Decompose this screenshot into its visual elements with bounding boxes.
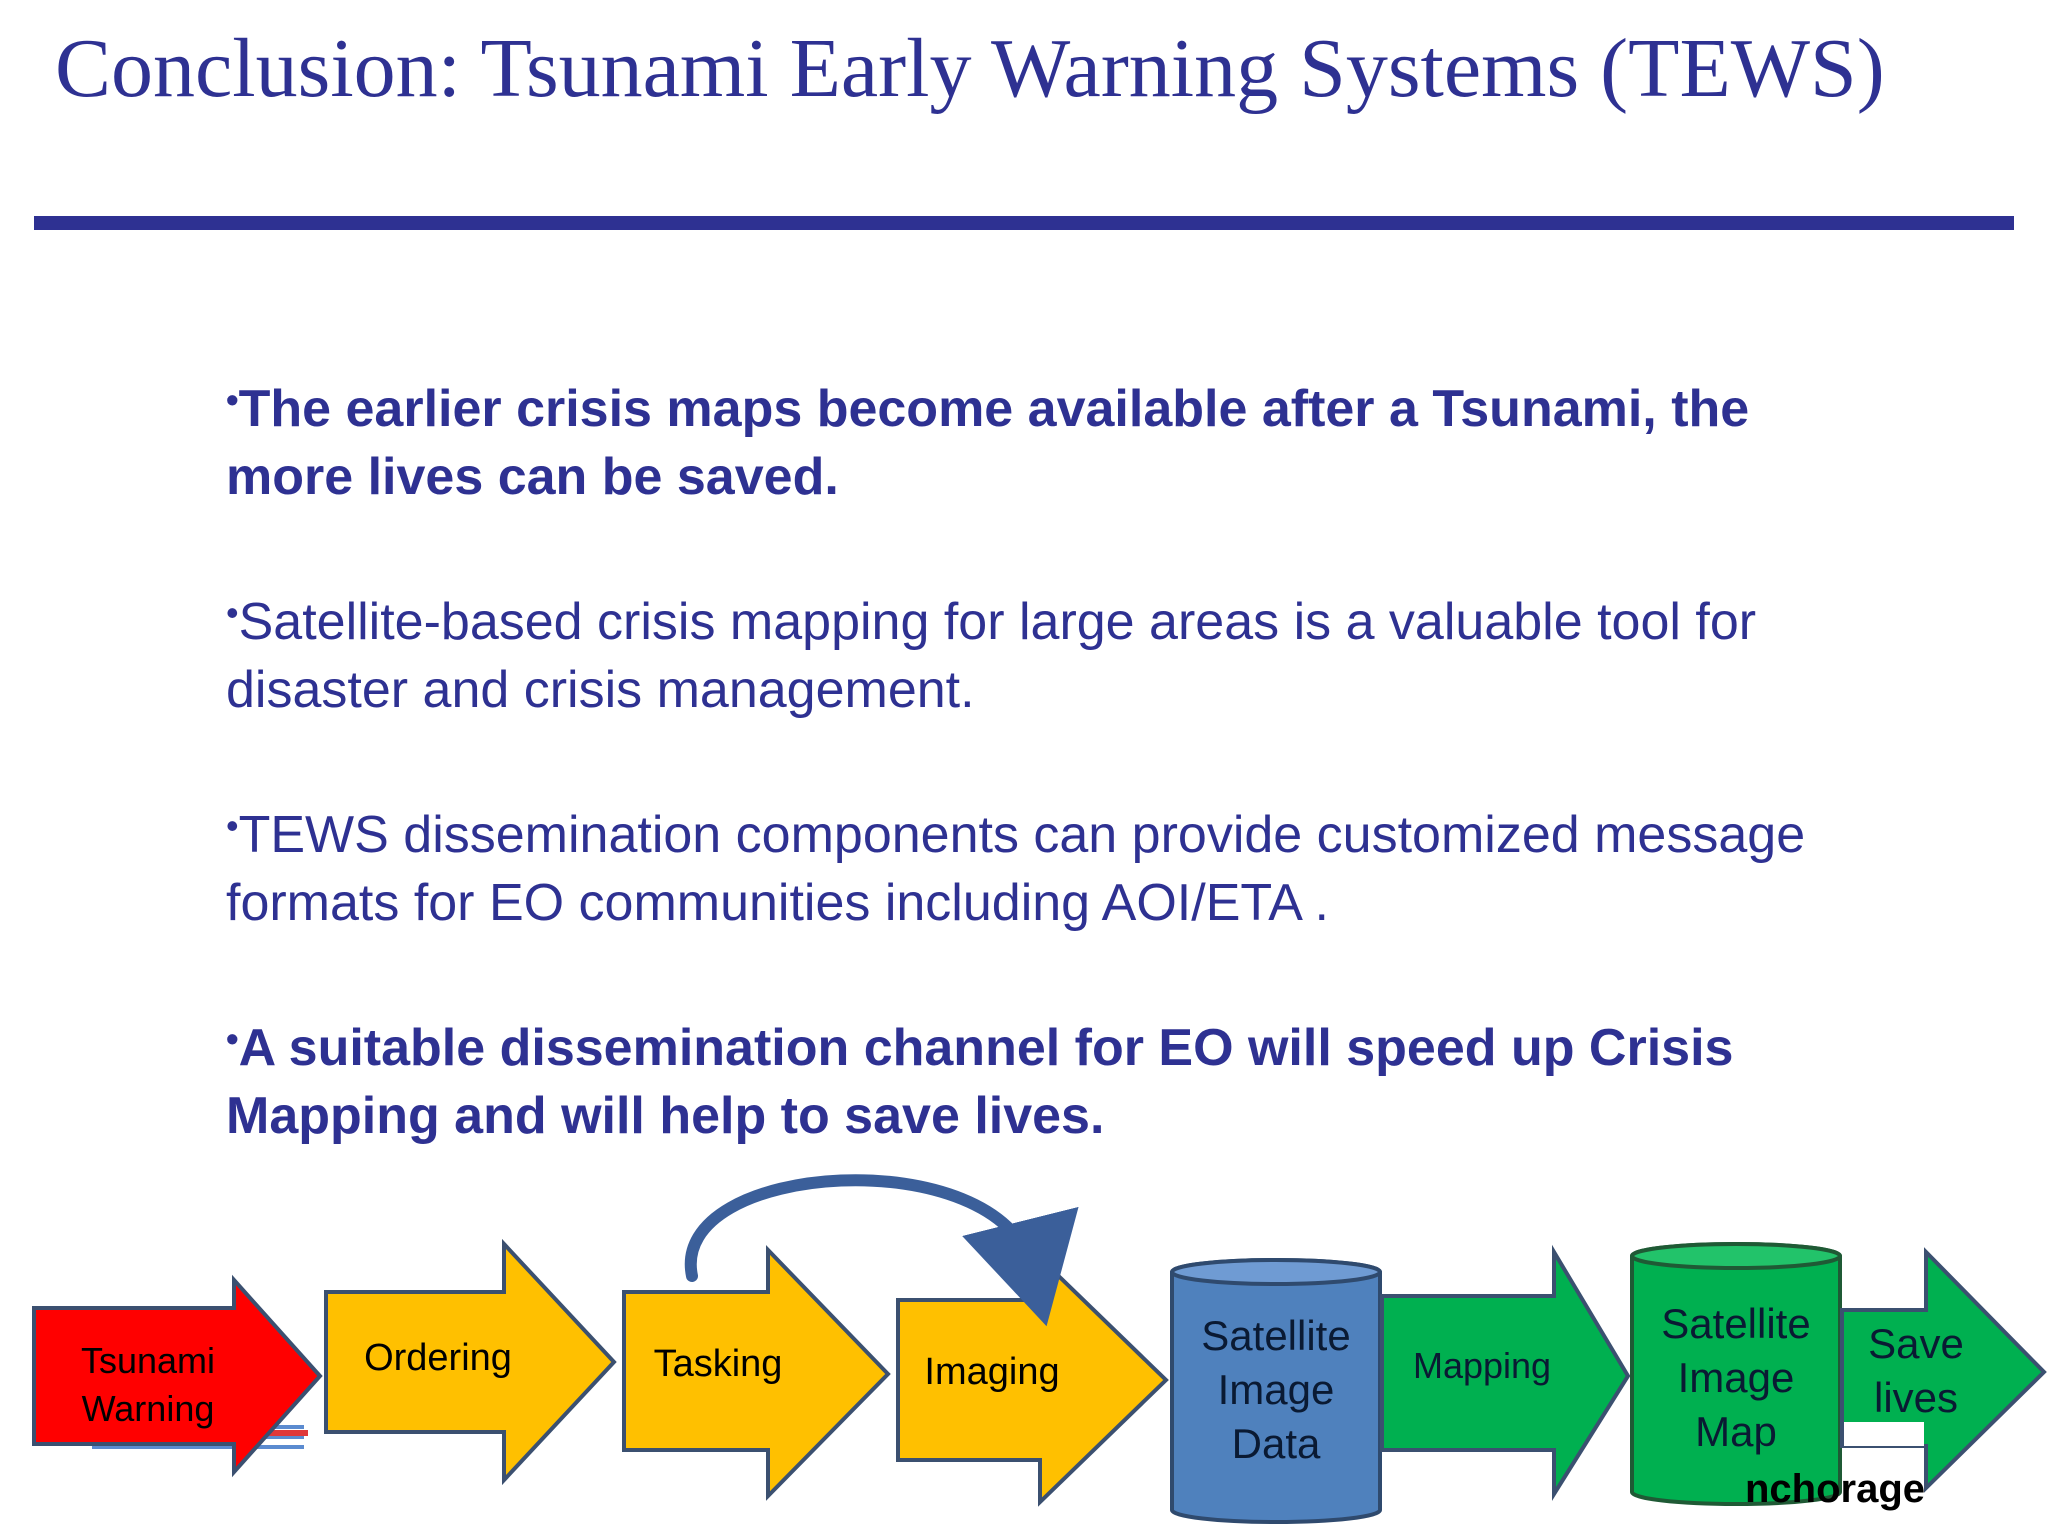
mapping-label: Mapping — [1413, 1345, 1551, 1386]
ordering-label: Ordering — [364, 1337, 512, 1379]
bullet-item: •The earlier crisis maps become availabl… — [226, 366, 1876, 511]
imaging-label: Imaging — [924, 1351, 1059, 1393]
partial-footer-text: nchorage — [1745, 1467, 1925, 1511]
bullet-marker: • — [226, 1018, 239, 1059]
flow-step-ordering: Ordering — [324, 1238, 617, 1486]
bullet-text: The earlier crisis maps become available… — [226, 380, 1750, 506]
ordering-arrow-shape — [324, 1238, 617, 1486]
tasking-arrow-shape — [622, 1245, 891, 1501]
flow-step-imaging: Imaging — [896, 1253, 1169, 1507]
bullet-marker: • — [226, 379, 239, 420]
bullet-marker: • — [226, 805, 239, 846]
save-lives-overlap-marks — [1844, 1422, 1924, 1446]
save-lives-arrow-shape — [1840, 1247, 2047, 1493]
title-underline — [34, 216, 2014, 230]
bullet-text: TEWS dissemination components can provid… — [226, 806, 1806, 932]
bullet-item: •A suitable dissemination channel for EO… — [226, 1005, 1876, 1150]
bullet-item: •Satellite-based crisis mapping for larg… — [226, 579, 1876, 724]
tsunami-warning-arrow-shape — [32, 1274, 323, 1478]
tasking-label: Tasking — [654, 1343, 783, 1385]
bullet-text: Satellite-based crisis mapping for large… — [226, 593, 1757, 719]
bullet-item: •TEWS dissemination components can provi… — [226, 792, 1876, 937]
bullet-text: A suitable dissemination channel for EO … — [226, 1019, 1734, 1145]
slide-title: Conclusion: Tsunami Early Warning System… — [55, 22, 1885, 115]
bullet-list: •The earlier crisis maps become availabl… — [226, 366, 1876, 1218]
mapping-arrow-shape — [1380, 1244, 1631, 1501]
flow-step-tasking: Tasking — [622, 1245, 891, 1501]
bullet-marker: • — [226, 592, 239, 633]
loop-back-arrow-icon — [684, 1174, 1079, 1327]
flow-step-mapping: Mapping — [1380, 1244, 1631, 1501]
